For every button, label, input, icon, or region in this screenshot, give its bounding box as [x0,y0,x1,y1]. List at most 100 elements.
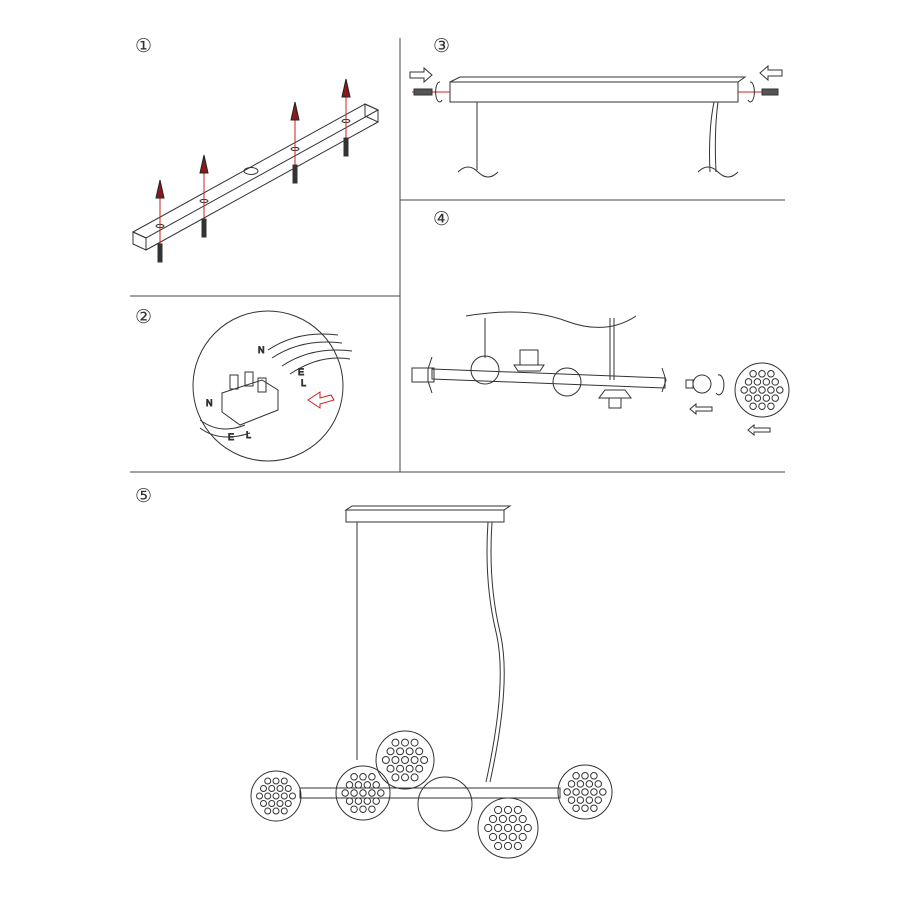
shade-hole [513,823,523,833]
shade-hole [767,402,775,410]
shade-hole [272,792,280,800]
shade-hole [401,773,409,782]
arm-assembly [411,311,790,437]
shade-hole [372,797,380,805]
finished-fixture [250,505,613,859]
step-1-label: ① [135,35,153,57]
shade-hole [377,789,385,797]
shade-hole [740,386,748,394]
shade-hole [363,797,372,805]
wire-label-e-bottom: E [228,432,234,442]
shade-hole [744,394,753,402]
shade-hole [345,797,354,805]
shade-hole [396,764,405,773]
shade-hole [289,792,296,800]
screws [155,78,351,263]
shade-hole [391,738,400,747]
shade-hole [767,386,775,394]
wire-label-n-bottom: N [206,398,213,408]
shade-hole [503,841,513,851]
shade-hole [744,378,753,386]
shade-hole [368,805,376,813]
shade-hole [513,805,523,815]
shade-hole [508,832,517,842]
shade-hole [503,805,513,815]
shade-hole [594,796,602,804]
shade-hole [410,756,419,764]
shade-hole [410,773,419,782]
shade-hole [590,804,598,812]
shade-hole [354,781,363,789]
shade-hole [494,823,503,833]
shade-hole [749,386,757,394]
shade-hole [264,792,272,800]
shade-hole [260,800,267,807]
shade-hole [753,378,762,386]
step-4-label: ④ [433,208,451,230]
shade-hole [498,814,507,824]
step-5-label: ⑤ [135,485,153,507]
wire-label-l-bottom: L [246,430,251,440]
shade-hole [484,823,493,833]
shade-hole [260,785,267,792]
shade-hole [341,789,349,797]
shade-hole [776,386,784,394]
shade-hole [508,814,517,824]
shade-hole [576,780,585,788]
shade-hole [523,823,532,833]
shade-hole [518,814,527,824]
shade-hole [386,764,395,773]
shade-hole [350,789,358,797]
shade-hole [585,796,594,804]
shade-hole [762,378,771,386]
shade-hole [264,777,272,785]
shade-hole [268,785,276,792]
shade-hole [284,785,292,792]
shade-hole [272,807,280,815]
shade-hole [567,780,576,788]
shade-hole [363,781,372,789]
shade-hole [749,402,757,410]
shade-hole [563,788,571,796]
shade-hole [585,780,594,788]
shade-hole [391,773,400,782]
shade-hole [415,764,424,773]
shade-hole [576,796,585,804]
shade-hole [396,747,405,756]
shade-hole [386,747,395,756]
shade-hole [771,378,779,386]
shade-hole [488,814,498,824]
shade-hole [405,764,414,773]
wire-label-l-top: L [301,378,306,388]
shade-hole [280,777,288,785]
shade-hole [415,747,424,756]
shade-hole [771,394,779,402]
shade-hole [590,788,598,796]
shade-hole [345,781,354,789]
shade-hole [762,394,771,402]
shade-hole [503,823,513,833]
canopy-assembly [409,64,783,178]
shade-hole [581,772,589,780]
shade-hole [350,773,358,781]
wiring-detail: N E L N E L [192,310,353,462]
shade-hole [391,756,400,764]
shade-hole [359,789,367,797]
shade-hole [494,841,503,851]
shade-hole [581,788,589,796]
shade-hole [280,792,288,800]
shade-hole [276,785,284,792]
shade-hole [498,832,507,842]
shade-hole [276,800,284,807]
shade-hole [599,788,607,796]
shade-hole [284,800,292,807]
wire-label-e-top: E [298,367,304,377]
shade-hole [767,370,775,378]
panel-dividers [130,38,785,473]
shade-hole [359,773,367,781]
shade-hole [264,807,272,815]
shade-holes [256,370,784,851]
shade-hole [567,796,576,804]
